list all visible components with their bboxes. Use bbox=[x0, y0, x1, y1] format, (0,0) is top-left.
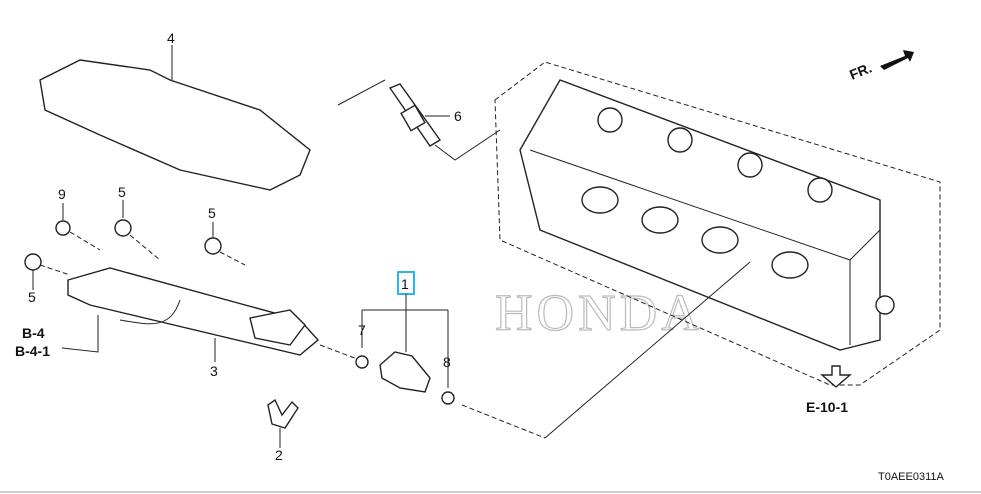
seal-part-8[interactable] bbox=[441, 391, 455, 405]
cylinder-head-outline bbox=[494, 61, 941, 386]
callout-6[interactable]: 6 bbox=[454, 108, 462, 124]
bolt-5a[interactable] bbox=[24, 253, 42, 271]
heat-shield-part-4[interactable] bbox=[39, 59, 311, 191]
bolt-9[interactable] bbox=[55, 220, 71, 236]
seal-part-7[interactable] bbox=[355, 355, 369, 369]
bolt-5b[interactable] bbox=[114, 219, 132, 237]
clip-part-2[interactable] bbox=[267, 398, 299, 429]
bolt-5c[interactable] bbox=[204, 237, 222, 255]
callout-3[interactable]: 3 bbox=[210, 363, 218, 379]
arrow-icon bbox=[880, 50, 914, 70]
cylinder-head-drawing bbox=[519, 79, 895, 351]
callout-9[interactable]: 9 bbox=[58, 186, 66, 202]
injector-part-1[interactable] bbox=[379, 351, 431, 393]
sensor-part-6[interactable] bbox=[388, 83, 442, 147]
front-label: FR. bbox=[847, 59, 874, 82]
callout-8[interactable]: 8 bbox=[443, 354, 451, 370]
reference-b-4-1[interactable]: B-4-1 bbox=[15, 343, 50, 359]
callout-5c[interactable]: 5 bbox=[208, 205, 216, 221]
down-arrow-icon bbox=[820, 365, 852, 388]
callout-1[interactable]: 1 bbox=[401, 276, 409, 292]
callout-5a[interactable]: 5 bbox=[28, 289, 36, 305]
callout-7[interactable]: 7 bbox=[358, 322, 366, 338]
callout-4[interactable]: 4 bbox=[167, 30, 175, 46]
front-direction-indicator: FR. bbox=[847, 50, 914, 83]
callout-5b[interactable]: 5 bbox=[118, 184, 126, 200]
reference-e-10-1[interactable]: E-10-1 bbox=[806, 399, 848, 415]
reference-b-4[interactable]: B-4 bbox=[22, 325, 45, 341]
callout-2[interactable]: 2 bbox=[275, 447, 283, 463]
honda-watermark: HONDA bbox=[495, 285, 703, 342]
diagram-code: T0AEE0311A bbox=[878, 471, 945, 483]
